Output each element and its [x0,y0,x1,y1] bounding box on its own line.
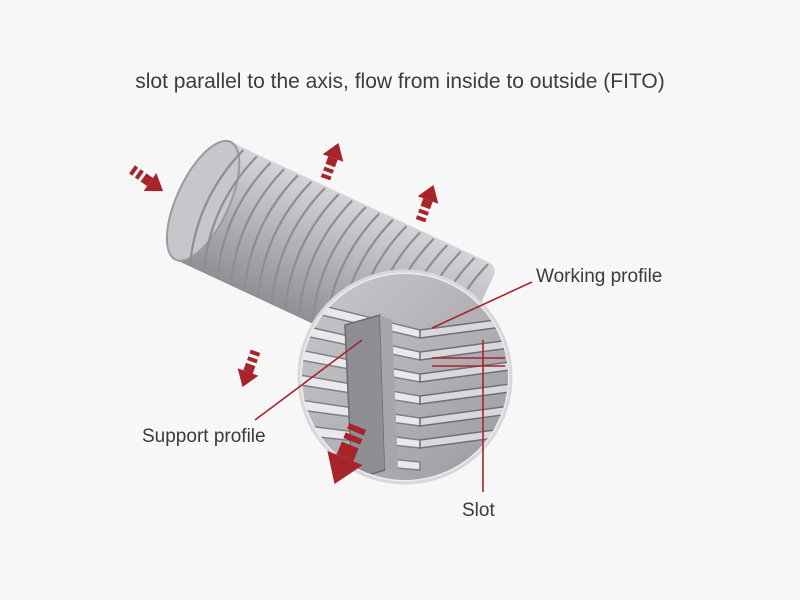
flow-arrows [129,142,439,484]
slot-label: Slot [462,500,495,521]
outflow-arrow-detail [327,423,367,484]
inflow-arrow-left [129,165,164,192]
diagram-title: slot parallel to the axis, flow from ins… [135,70,665,93]
outflow-arrow-bottom-left [237,349,261,388]
leader-lines [254,281,533,492]
outflow-arrow-top-2 [415,184,439,223]
working-profile-label: Working profile [536,266,663,287]
outflow-arrow-top-1 [320,142,344,181]
support-profile-label: Support profile [142,426,266,447]
